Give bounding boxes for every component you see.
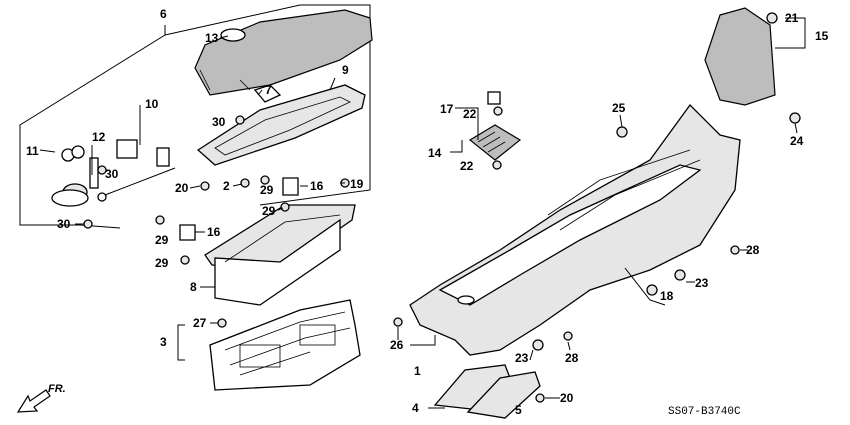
callout-24: 24: [790, 134, 804, 148]
callout-16a: 16: [310, 179, 324, 193]
callout-6: 6: [160, 7, 167, 21]
callout-22b: 22: [460, 159, 474, 173]
center-console: [409, 7, 776, 356]
callout-1: 1: [414, 364, 421, 378]
knob-17: [487, 91, 501, 105]
clip-16: [179, 177, 299, 241]
callout-16b: 16: [207, 225, 221, 239]
lock-bracket: [116, 139, 138, 159]
callout-8: 8: [190, 280, 197, 294]
callout-23b: 23: [515, 351, 529, 365]
diagram-code: SS07-B3740C: [668, 406, 741, 418]
lid-base-frame: [196, 84, 366, 166]
callout-5: 5: [515, 403, 522, 417]
lid-knob: [220, 28, 246, 42]
callout-2: 2: [223, 179, 230, 193]
callout-10: 10: [145, 97, 159, 111]
rear-cover: [704, 7, 776, 106]
callout-14: 14: [428, 146, 442, 160]
callout-9: 9: [342, 63, 349, 77]
callout-28a: 28: [746, 243, 760, 257]
console-bracket: [209, 299, 361, 391]
callout-29a: 29: [260, 183, 274, 197]
callout-12: 12: [92, 130, 106, 144]
callout-26: 26: [390, 338, 404, 352]
callout-28b: 28: [565, 351, 579, 365]
callout-30b: 30: [105, 167, 119, 181]
callout-13: 13: [205, 31, 219, 45]
callout-11: 11: [26, 144, 39, 158]
lock-rod-bracket: [156, 147, 170, 167]
callout-30a: 30: [212, 115, 226, 129]
lid-latch: [253, 84, 282, 103]
callout-29d: 29: [155, 256, 169, 270]
callout-20a: 20: [175, 181, 189, 195]
leader-lines: [39, 17, 806, 409]
callout-3: 3: [160, 335, 167, 349]
callout-4: 4: [412, 401, 419, 415]
callout-29b: 29: [262, 204, 276, 218]
callout-15: 15: [815, 29, 829, 43]
callout-29c: 29: [155, 233, 169, 247]
callout-27: 27: [193, 316, 207, 330]
armrest-lid: [194, 9, 373, 96]
lock-assembly: [51, 139, 176, 207]
direction-label: FR.: [48, 383, 66, 395]
bracket-4-5: [433, 364, 541, 419]
console-box: [204, 204, 356, 306]
callouts: 6 13 9 7 30 10 12 11 30 30 20 2 29 16 19…: [26, 7, 829, 417]
callout-19: 19: [350, 177, 364, 191]
callout-17: 17: [440, 102, 454, 116]
front-direction-arrow: FR.: [16, 383, 66, 413]
callout-21: 21: [785, 11, 799, 25]
callout-22a: 22: [463, 107, 477, 121]
callout-20b: 20: [560, 391, 574, 405]
callout-7: 7: [265, 83, 272, 97]
callout-23a: 23: [695, 276, 709, 290]
callout-18: 18: [660, 289, 674, 303]
callout-30c: 30: [57, 217, 71, 231]
arrow-icon: [16, 389, 51, 413]
switch-panel-14: [468, 124, 522, 161]
callout-25: 25: [612, 101, 626, 115]
